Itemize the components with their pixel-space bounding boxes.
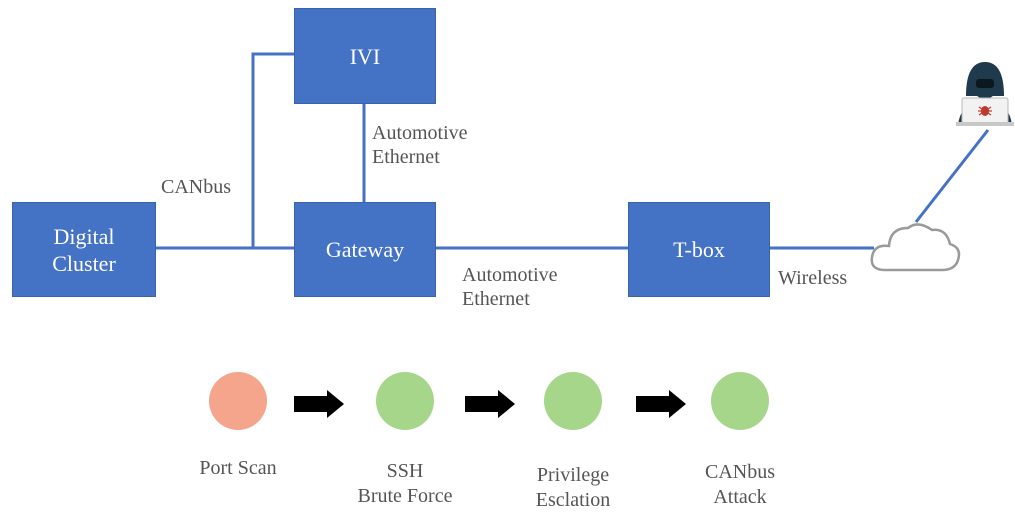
step-ssh-brute-force-circle xyxy=(376,372,434,430)
node-gateway: Gateway xyxy=(294,202,436,297)
step-canbus-attack-label: CANbus Attack xyxy=(704,461,775,508)
step-ssh-brute-force-label: SSH Brute Force xyxy=(357,460,453,507)
step-port-scan-circle xyxy=(209,372,267,430)
link-canbus-ivi xyxy=(251,52,294,248)
label-wireless: Wireless xyxy=(778,267,848,289)
step-arrow xyxy=(465,390,515,418)
label-gateway-tbox-ethernet: Automotive Ethernet xyxy=(462,264,558,310)
node-digital-cluster: Digital Cluster xyxy=(12,202,156,297)
hacker-icon xyxy=(956,62,1014,126)
link-cloud-attacker xyxy=(914,129,990,223)
node-tbox-label: T-box xyxy=(673,237,725,262)
label-canbus: CANbus xyxy=(161,176,232,198)
label-ivi-gateway-ethernet: Automotive Ethernet xyxy=(372,122,468,168)
node-ivi-label: IVI xyxy=(349,43,381,69)
step-canbus-attack-circle xyxy=(711,372,769,430)
step-port-scan-label: Port Scan xyxy=(199,457,277,479)
node-tbox: T-box xyxy=(628,202,770,297)
step-arrow xyxy=(294,390,344,418)
step-privilege-escalation-circle xyxy=(544,372,602,430)
cloud-icon xyxy=(870,223,961,272)
node-digital-cluster-label: Digital Cluster xyxy=(52,223,116,276)
node-ivi: IVI xyxy=(294,8,436,104)
step-privilege-escalation-label: Privilege Esclation xyxy=(535,464,611,511)
step-arrow xyxy=(636,390,686,418)
node-gateway-label: Gateway xyxy=(325,237,405,262)
